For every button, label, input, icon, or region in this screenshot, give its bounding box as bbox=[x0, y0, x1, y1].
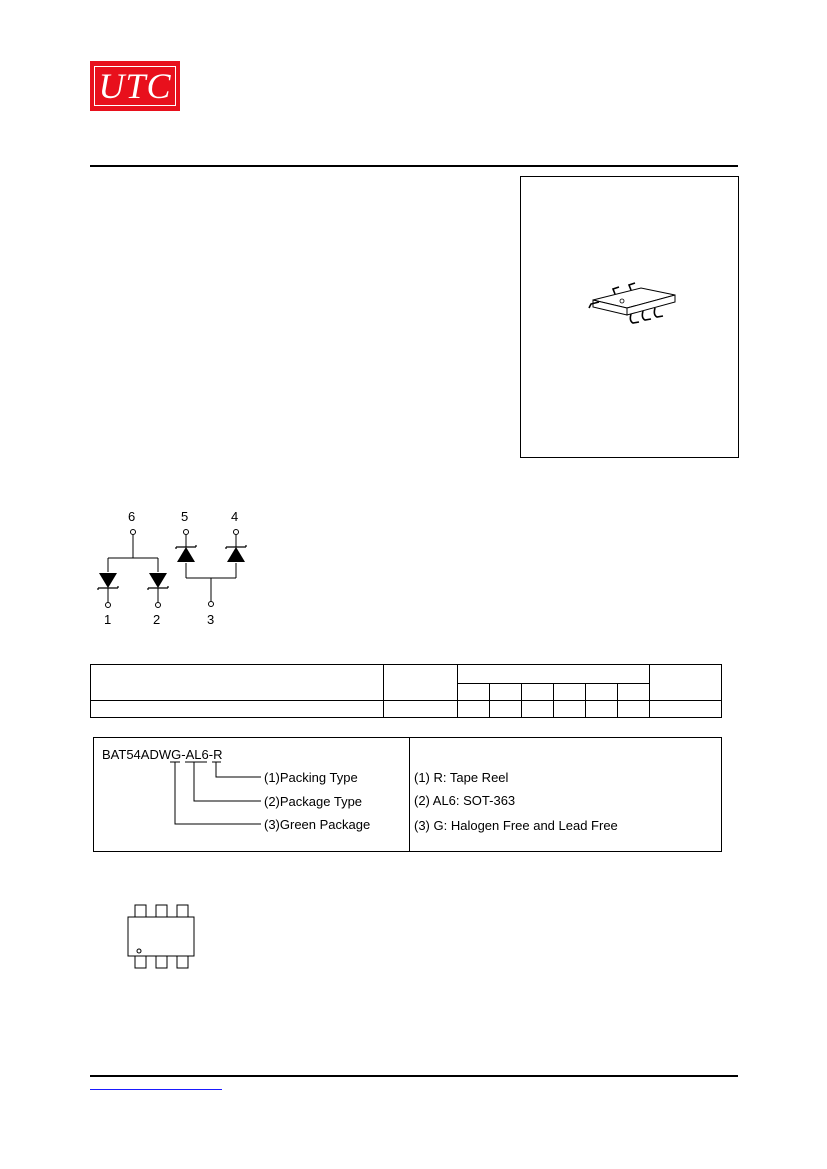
pin-col-divider bbox=[553, 683, 554, 717]
pin-schematic: 6 5 4 1 2 3 bbox=[90, 500, 270, 640]
logo-frame: UTC bbox=[94, 66, 176, 106]
footer-link-underline[interactable] bbox=[90, 1089, 222, 1090]
part-number-dash: - bbox=[208, 747, 214, 762]
marking-outline bbox=[125, 902, 197, 974]
footer-rule bbox=[90, 1075, 738, 1077]
pin-label-4: 4 bbox=[231, 509, 239, 524]
package-image-box bbox=[520, 176, 739, 458]
pin-label-6: 6 bbox=[128, 509, 136, 524]
pin-label-5: 5 bbox=[181, 509, 189, 524]
part-number-package: AL6 bbox=[185, 747, 209, 762]
part-number: BAT54ADWG-AL6-R bbox=[102, 747, 222, 762]
pin-col-divider bbox=[521, 683, 522, 717]
field-green-package: (3)Green Package bbox=[264, 817, 371, 832]
field-packing-type: (1)Packing Type bbox=[264, 770, 358, 785]
pin-label-1: 1 bbox=[104, 612, 112, 627]
table-col-divider bbox=[383, 665, 384, 717]
logo-text: UTC bbox=[98, 66, 172, 106]
pin-col-divider bbox=[617, 683, 618, 717]
ordering-table bbox=[90, 664, 722, 718]
desc-green: (3) G: Halogen Free and Lead Free bbox=[414, 818, 618, 833]
diode-schematic-icon bbox=[97, 529, 247, 608]
field-package-type: (2)Package Type bbox=[264, 794, 363, 809]
utc-logo: UTC bbox=[90, 61, 180, 111]
pin-col-divider bbox=[489, 683, 490, 717]
pin-col-divider bbox=[585, 683, 586, 717]
table-col-divider bbox=[649, 665, 650, 717]
decoder-divider bbox=[409, 738, 410, 851]
desc-packing: (1) R: Tape Reel bbox=[414, 770, 509, 785]
part-number-dash: - bbox=[181, 747, 186, 762]
pin-label-2: 2 bbox=[153, 612, 161, 627]
pin-label-3: 3 bbox=[207, 612, 215, 627]
table-col-divider bbox=[457, 665, 458, 717]
table-row-divider bbox=[91, 700, 721, 701]
desc-package: (2) AL6: SOT-363 bbox=[414, 793, 516, 808]
sot-363-package-icon bbox=[588, 282, 676, 324]
decoder-leader-lines bbox=[170, 761, 261, 825]
header-rule bbox=[90, 165, 738, 167]
part-number-green: G bbox=[171, 747, 182, 762]
part-number-base: BAT54ADW bbox=[102, 747, 172, 762]
part-number-decoder: BAT54ADWG-AL6-R (1)Packing Type (2)Packa… bbox=[93, 737, 722, 852]
part-number-packing: R bbox=[213, 747, 223, 762]
package-top-view-icon bbox=[127, 904, 195, 969]
